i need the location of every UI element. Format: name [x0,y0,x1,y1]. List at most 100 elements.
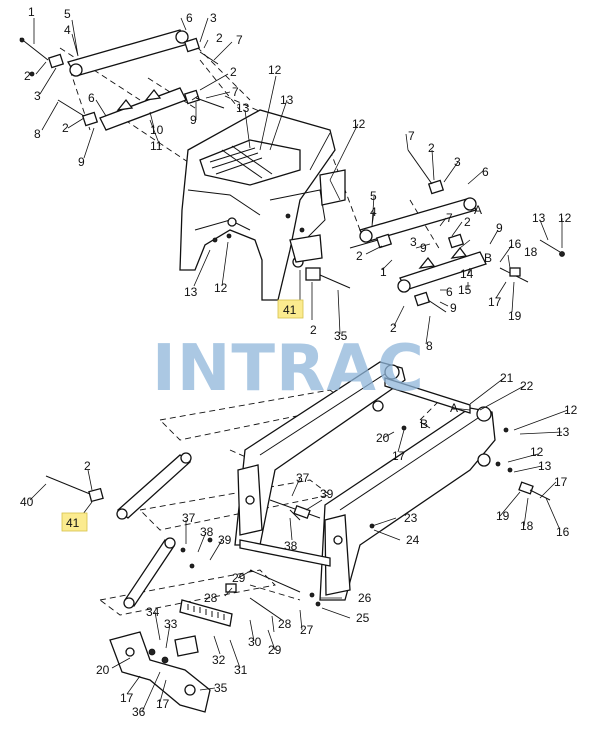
callout-34: 34 [146,605,160,619]
hydraulic-cylinder-upper [116,454,192,519]
callout-2: 2 [24,69,31,83]
callout-28: 28 [278,617,292,631]
callout-19: 19 [508,309,522,323]
leader-lines [29,17,569,713]
callout-17: 17 [554,475,568,489]
callout-41-highlighted: 41 [66,516,80,530]
callout-12: 12 [268,63,282,77]
callout-21: 21 [500,371,514,385]
callout-6: 6 [446,285,453,299]
callout-4: 4 [64,23,71,37]
callout-17: 17 [392,449,406,463]
callout-13: 13 [538,459,552,473]
callout-28: 28 [204,591,218,605]
callout-13: 13 [280,93,294,107]
callout-13: 13 [532,211,546,225]
callout-16: 16 [508,237,522,251]
callout-35: 35 [214,681,228,695]
callout-36: 36 [132,705,146,719]
callout-39: 39 [320,487,334,501]
callout-3: 3 [210,11,217,25]
callout-3: 3 [410,235,417,249]
callout-13: 13 [184,285,198,299]
callout-1: 1 [28,5,35,19]
watermark-text: INTRAC [152,332,425,406]
callout-35: 35 [334,329,348,343]
hydraulic-cylinder-lower [124,539,175,607]
callout-19: 19 [496,509,510,523]
callout-labels: 1 5 4 6 3 2 7 2 3 2 7 8 2 9 10 11 6 9 12… [20,5,578,719]
cross-tube-lower [239,539,331,567]
callout-29: 29 [232,571,246,585]
callout-2: 2 [230,65,237,79]
callout-5: 5 [370,189,377,203]
callout-26: 26 [358,591,372,605]
callout-10: 10 [150,123,164,137]
link-bar-lower [99,87,187,131]
callout-9: 9 [496,221,503,235]
callout-16: 16 [556,525,570,539]
callout-23: 23 [404,511,418,525]
callout-7: 7 [232,85,239,99]
cross-tube-upper [384,377,471,414]
callout-31: 31 [234,663,248,677]
callout-30: 30 [248,635,262,649]
callout-25: 25 [356,611,370,625]
callout-20: 20 [96,663,110,677]
callout-22: 22 [520,379,534,393]
boom-arm-left [234,361,406,546]
callout-2: 2 [356,249,363,263]
callout-13: 13 [236,101,250,115]
callout-letter-b: B [484,251,492,265]
callout-11: 11 [150,139,163,153]
callout-9: 9 [190,113,197,127]
callout-9: 9 [450,301,457,315]
boom-arm-right [319,407,496,601]
lower-assembly [45,361,551,713]
callout-letter-a: A [474,203,482,217]
callout-24: 24 [406,533,420,547]
callout-38: 38 [200,525,214,539]
callout-6: 6 [186,11,193,25]
highlight-box-41-lower [61,512,88,532]
callout-27: 27 [300,623,314,637]
callout-14: 14 [460,267,474,281]
callout-9: 9 [78,155,85,169]
callout-8: 8 [426,339,433,353]
callout-17: 17 [120,691,134,705]
callout-3: 3 [34,89,41,103]
callout-33: 33 [164,617,178,631]
callout-2: 2 [390,321,397,335]
upper-assembly [19,29,565,313]
callout-3: 3 [454,155,461,169]
callout-2: 2 [84,459,91,473]
callout-29: 29 [268,643,282,657]
callout-2: 2 [62,121,69,135]
callout-1: 1 [380,265,387,279]
callout-13: 13 [556,425,570,439]
callout-8: 8 [34,127,41,141]
callout-40: 40 [20,495,34,509]
highlight-box-41-upper [277,299,304,319]
callout-2: 2 [216,31,223,45]
callout-12: 12 [564,403,578,417]
callout-20: 20 [376,431,390,445]
callout-17: 17 [488,295,502,309]
callout-38: 38 [284,539,298,553]
callout-2: 2 [310,323,317,337]
callout-32: 32 [212,653,226,667]
callout-37: 37 [296,471,310,485]
callout-7: 7 [408,129,415,143]
callout-12: 12 [352,117,366,131]
callout-6: 6 [482,165,489,179]
callout-5: 5 [64,7,71,21]
callout-39: 39 [218,533,232,547]
callout-2: 2 [464,215,471,229]
callout-18: 18 [520,519,534,533]
callout-12: 12 [558,211,572,225]
callout-2: 2 [428,141,435,155]
callout-7: 7 [446,211,453,225]
callout-17: 17 [156,697,170,711]
